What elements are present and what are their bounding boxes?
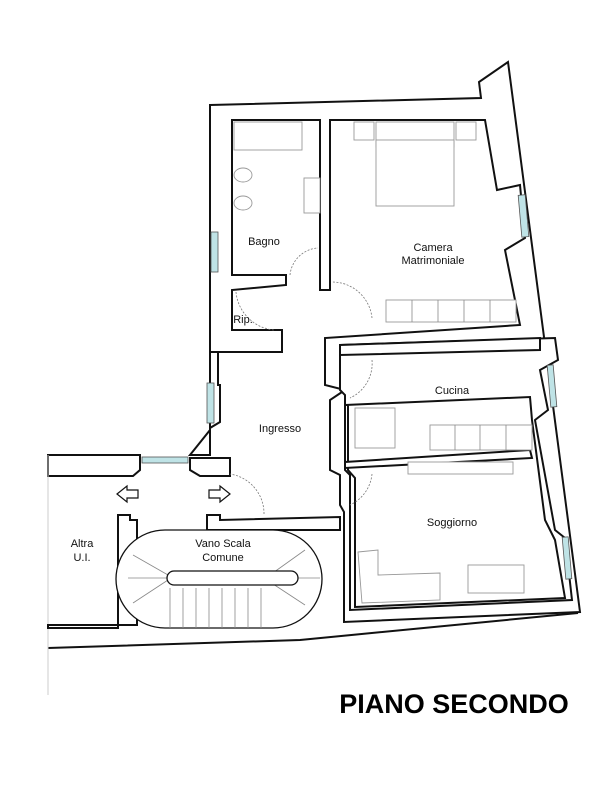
wardrobe — [385, 299, 517, 323]
dining-table — [354, 407, 396, 449]
sofa — [467, 564, 525, 594]
nightstand — [455, 121, 477, 141]
plan-title: PIANO SECONDO — [339, 689, 569, 719]
room-label-ripostiglio: Rip. — [233, 314, 253, 326]
toilet — [233, 167, 253, 183]
arrow-left-icon — [116, 484, 139, 504]
arrow-right-icon — [208, 484, 231, 504]
kitchen-counter — [429, 424, 533, 451]
bathtub — [233, 121, 303, 151]
room-label-scala: Vano Scala — [195, 538, 251, 550]
stair-well — [166, 570, 299, 586]
room-label-camera-2: Matrimoniale — [402, 255, 465, 267]
corner-sofa — [357, 549, 441, 604]
room-label-camera: Camera — [413, 242, 453, 254]
window-cucina — [546, 364, 558, 408]
room-label-bagno: Bagno — [248, 236, 280, 248]
room-label-altra-2: U.I. — [73, 552, 90, 564]
windows — [141, 194, 573, 580]
window-soggiorno — [561, 536, 573, 580]
window-bagno — [210, 231, 219, 273]
sink — [303, 177, 321, 214]
window-camera — [517, 194, 530, 238]
furniture — [233, 121, 533, 604]
tv-cabinet — [407, 461, 514, 475]
room-label-ingresso: Ingresso — [259, 423, 301, 435]
bidet — [233, 195, 253, 211]
window-landing — [141, 456, 189, 464]
doors — [229, 247, 373, 515]
staircase — [115, 529, 323, 629]
room-label-scala-2: Comune — [202, 552, 244, 564]
room-label-altra: Altra — [71, 538, 95, 550]
room-label-cucina: Cucina — [435, 385, 470, 397]
window-ingresso — [206, 382, 215, 424]
room-label-soggiorno: Soggiorno — [427, 517, 477, 529]
nightstand — [353, 121, 375, 141]
double-bed — [375, 139, 455, 207]
